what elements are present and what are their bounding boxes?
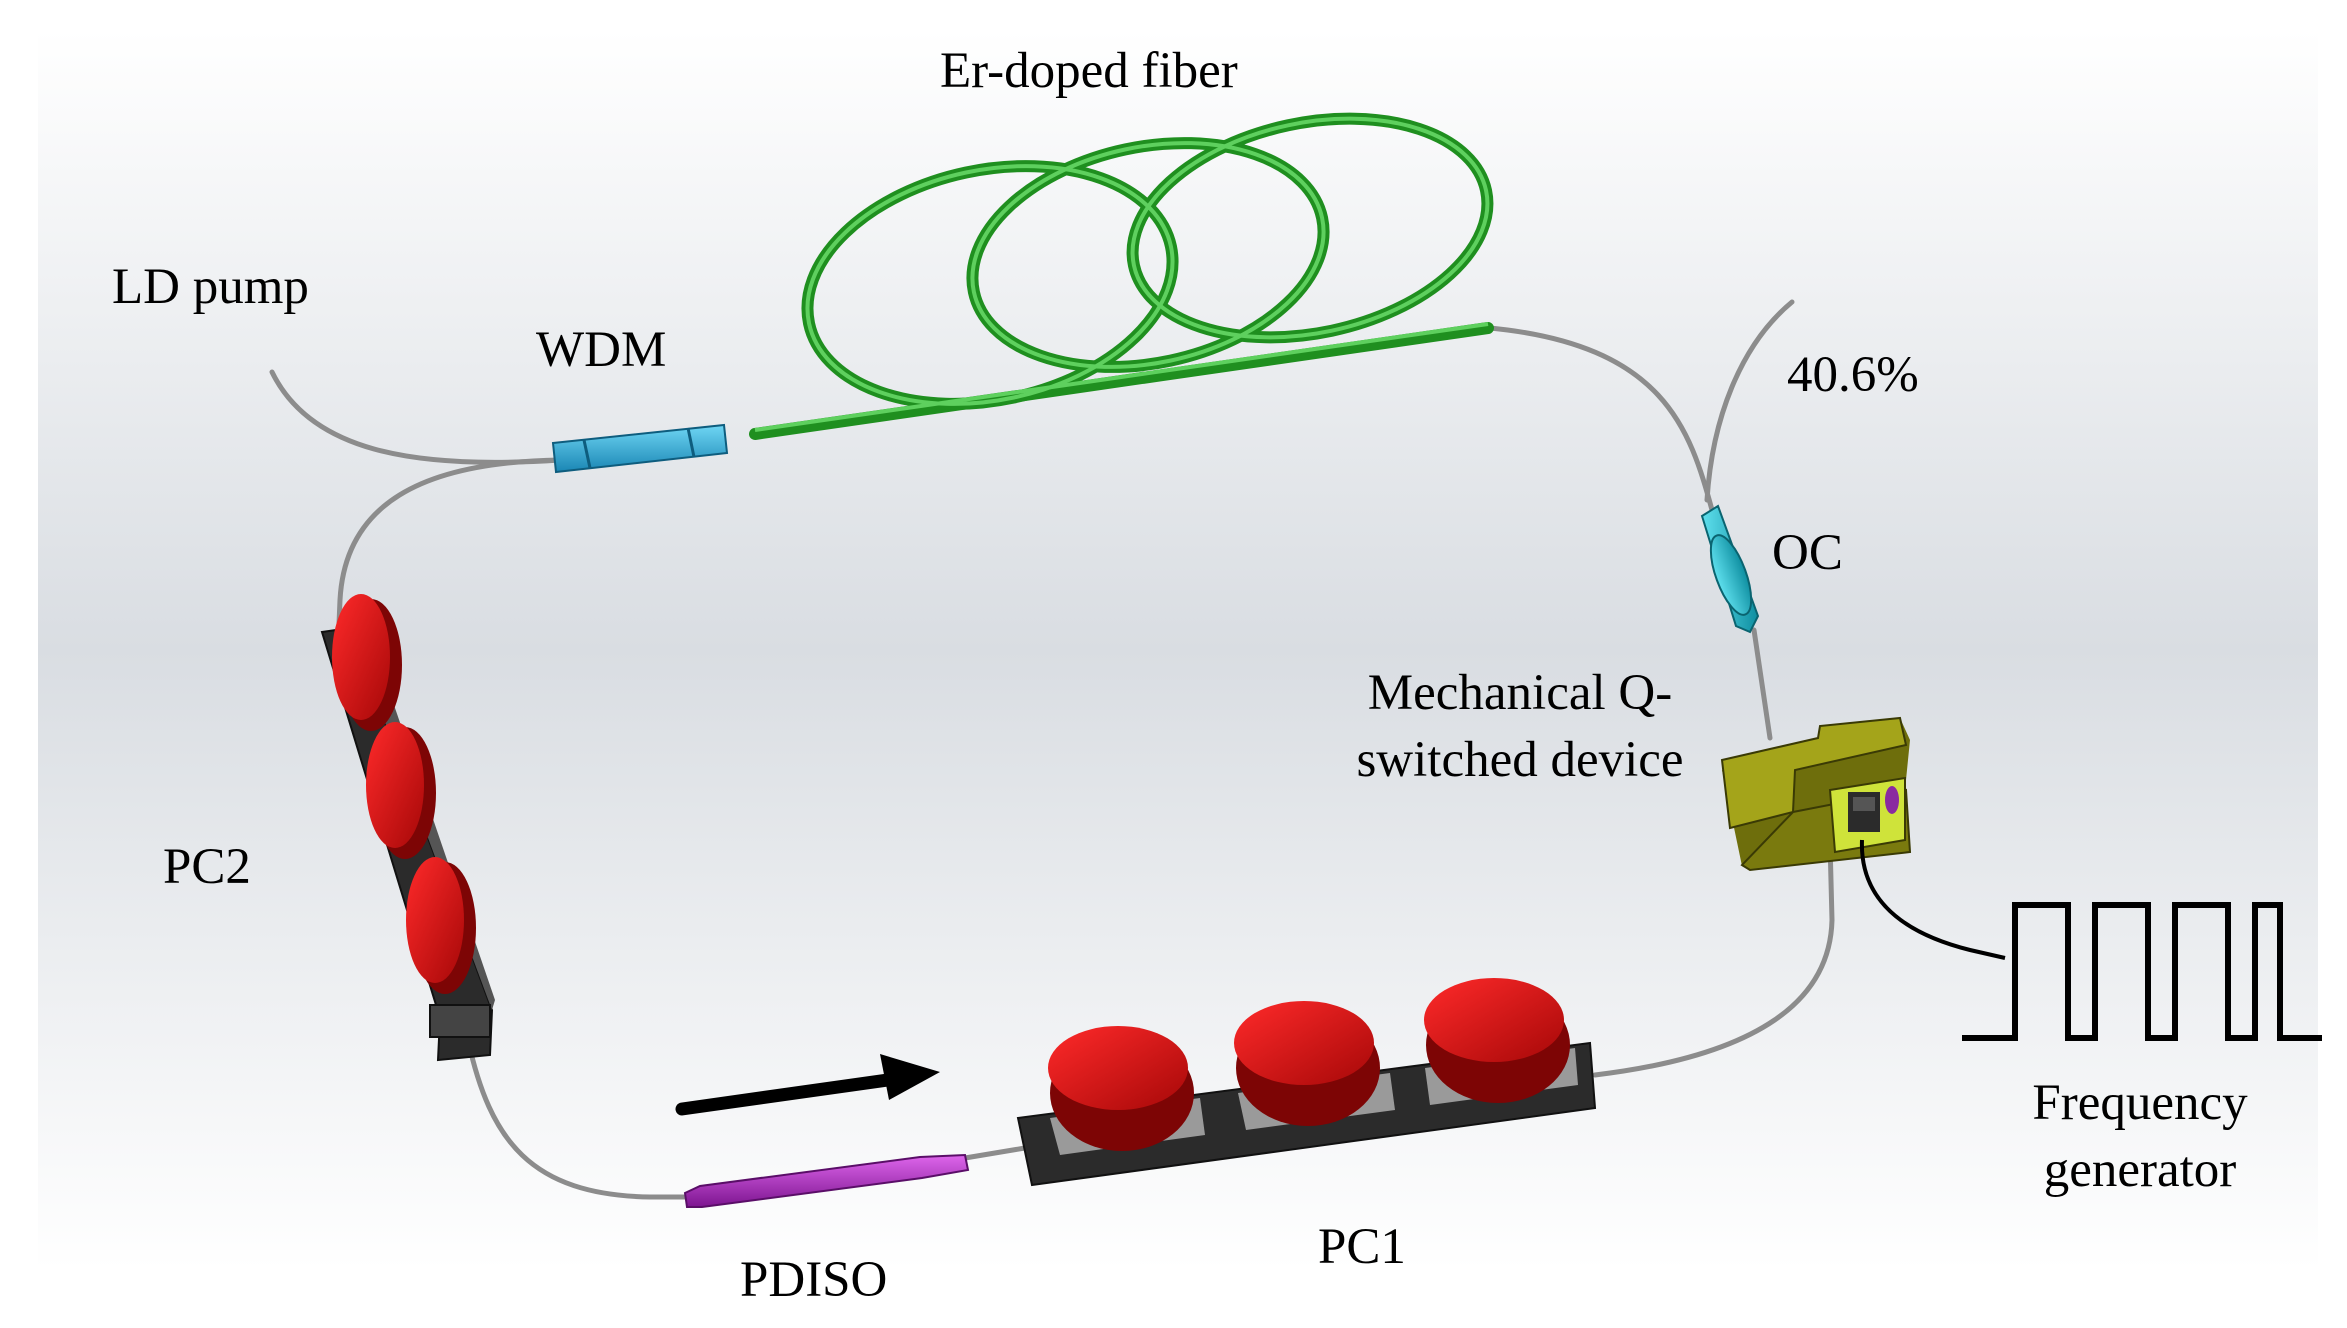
output-fiber: [1704, 299, 1795, 503]
wdm-component: [551, 423, 729, 474]
frequency-generator-label-line1: Frequency: [2032, 1075, 2248, 1131]
frequency-generator-label-line2: generator: [2043, 1142, 2237, 1198]
pc2-component: [320, 594, 495, 1062]
pdiso-label: PDISO: [740, 1252, 888, 1308]
fiber-pc2-to-pdiso: [465, 1037, 693, 1200]
pdiso-component: [683, 1153, 970, 1208]
fiber-wdm-to-pc2: [335, 457, 563, 651]
fiber-pc1-to-device: [1592, 839, 1835, 1078]
square-wave-signal: [1962, 902, 2322, 1041]
fiber-loop: [269, 299, 1835, 1200]
er-doped-fiber-highlight: [754, 116, 1490, 432]
oc-label: OC: [1772, 525, 1843, 581]
mechanical-q-switched-device: [1720, 716, 1912, 872]
pc1-component: [1016, 978, 1597, 1187]
signal-cable: [1859, 839, 2006, 960]
propagation-arrow: [675, 1054, 940, 1116]
pc1-label: PC1: [1318, 1219, 1406, 1275]
fiber-device-to-oc: [1751, 627, 1773, 741]
er-doped-fiber-label: Er-doped fiber: [940, 43, 1238, 99]
wdm-label: WDM: [536, 322, 667, 378]
mechanical-q-switched-label-line2: switched device: [1356, 732, 1684, 788]
pc2-label: PC2: [163, 839, 251, 895]
output-ratio-label: 40.6%: [1787, 347, 1919, 403]
ld-pump-label: LD pump: [112, 259, 309, 315]
mechanical-q-switched-label-line1: Mechanical Q-: [1367, 665, 1673, 721]
fiber-oc-to-er: [1487, 325, 1715, 513]
fiber-pdiso-to-pc1: [962, 1145, 1028, 1161]
oc-component: [1700, 504, 1760, 634]
